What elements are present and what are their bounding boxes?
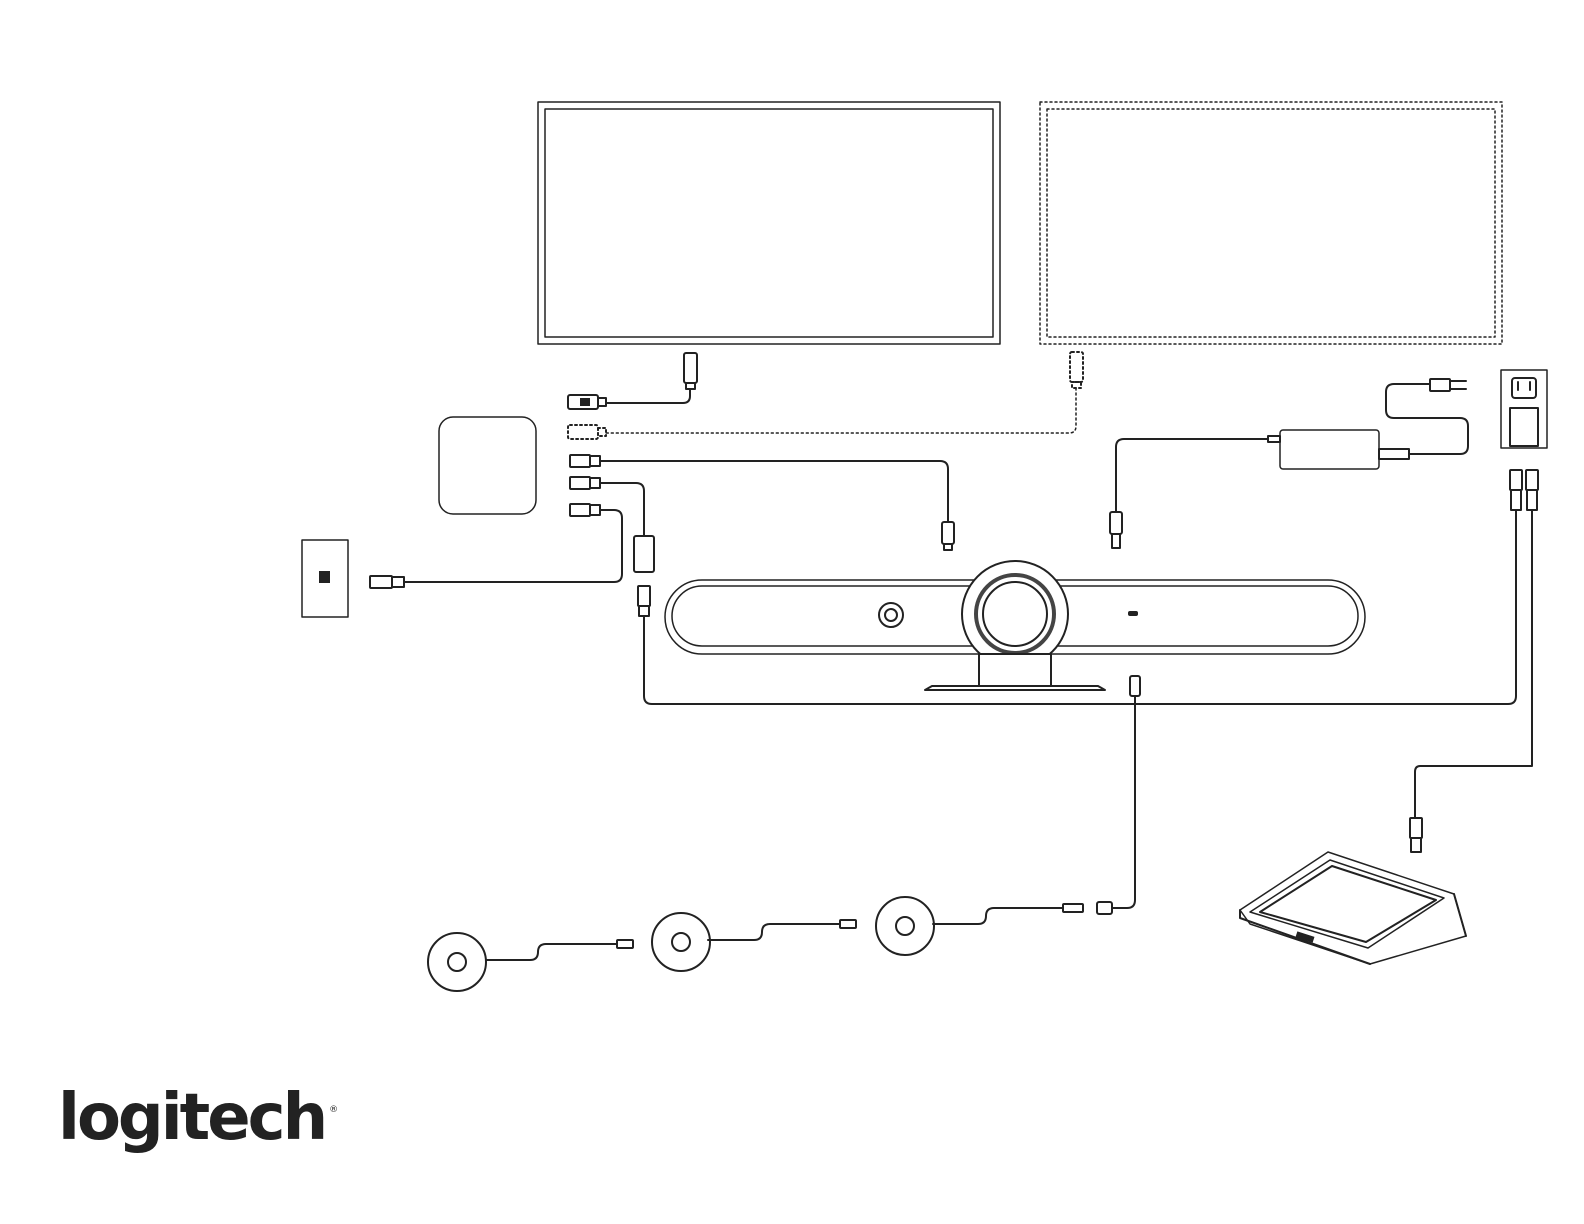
usb-cable-pc-to-videobar	[570, 455, 954, 550]
power-cable-adapter-to-videobar	[1110, 439, 1268, 548]
expansion-microphone-2	[652, 913, 710, 971]
expansion-microphone-1	[428, 933, 486, 991]
logo-wordmark: logitech	[58, 1081, 325, 1155]
wall-network-jack	[302, 540, 348, 617]
primary-display	[538, 102, 1000, 344]
optional-secondary-display	[1040, 102, 1502, 344]
expansion-microphone-3	[876, 897, 934, 955]
ethernet-cable-wall-to-pc	[370, 504, 622, 588]
trademark-symbol: ®	[329, 1105, 338, 1115]
wall-power-outlet	[1501, 370, 1547, 448]
logitech-logo: logitech®	[58, 1086, 334, 1150]
power-adapter	[1268, 430, 1409, 469]
mic-chain-cable	[486, 696, 1135, 960]
hdmi-cable-display-2-optional	[568, 352, 1083, 439]
ac-cord-adapter-to-outlet	[1386, 379, 1468, 454]
video-bar	[665, 561, 1365, 696]
touch-controller	[1240, 852, 1466, 964]
ethernet-cable-poe-to-touch-controller	[1410, 470, 1538, 852]
usb-cable-pc-to-adapter	[570, 477, 654, 572]
mini-pc	[439, 417, 536, 514]
ethernet-cable-videobar-to-poe	[638, 470, 1522, 704]
hdmi-cable-display-1	[568, 353, 697, 409]
